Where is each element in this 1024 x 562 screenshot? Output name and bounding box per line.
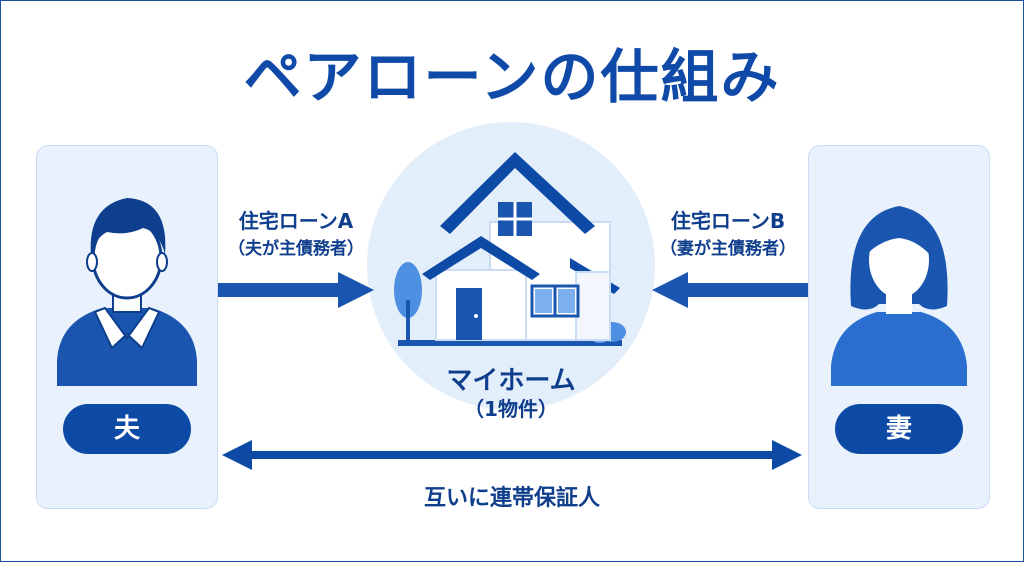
wife-card: 妻 — [808, 145, 990, 509]
husband-card: 夫 — [36, 145, 218, 509]
loan-a-subtitle: （夫が主債務者） — [228, 239, 364, 259]
page-title: ペアローンの仕組み — [243, 43, 781, 111]
husband-label: 夫 — [63, 404, 191, 454]
loan-b-subtitle: （妻が主債務者） — [660, 239, 796, 259]
house-icon — [394, 152, 626, 346]
guarantor-double-arrow — [222, 440, 802, 470]
husband-avatar-icon — [57, 198, 197, 386]
wife-label: 妻 — [835, 404, 963, 454]
loan-b-arrow — [652, 272, 808, 308]
loan-a-arrow — [218, 272, 374, 308]
home-subtitle: （1物件） — [464, 397, 558, 421]
loan-b-title: 住宅ローンB — [670, 209, 786, 233]
guarantor-label: 互いに連帯保証人 — [423, 486, 600, 511]
home-label: マイホーム — [446, 366, 576, 396]
wife-avatar-icon — [831, 206, 967, 386]
loan-a-title: 住宅ローンA — [238, 209, 354, 233]
